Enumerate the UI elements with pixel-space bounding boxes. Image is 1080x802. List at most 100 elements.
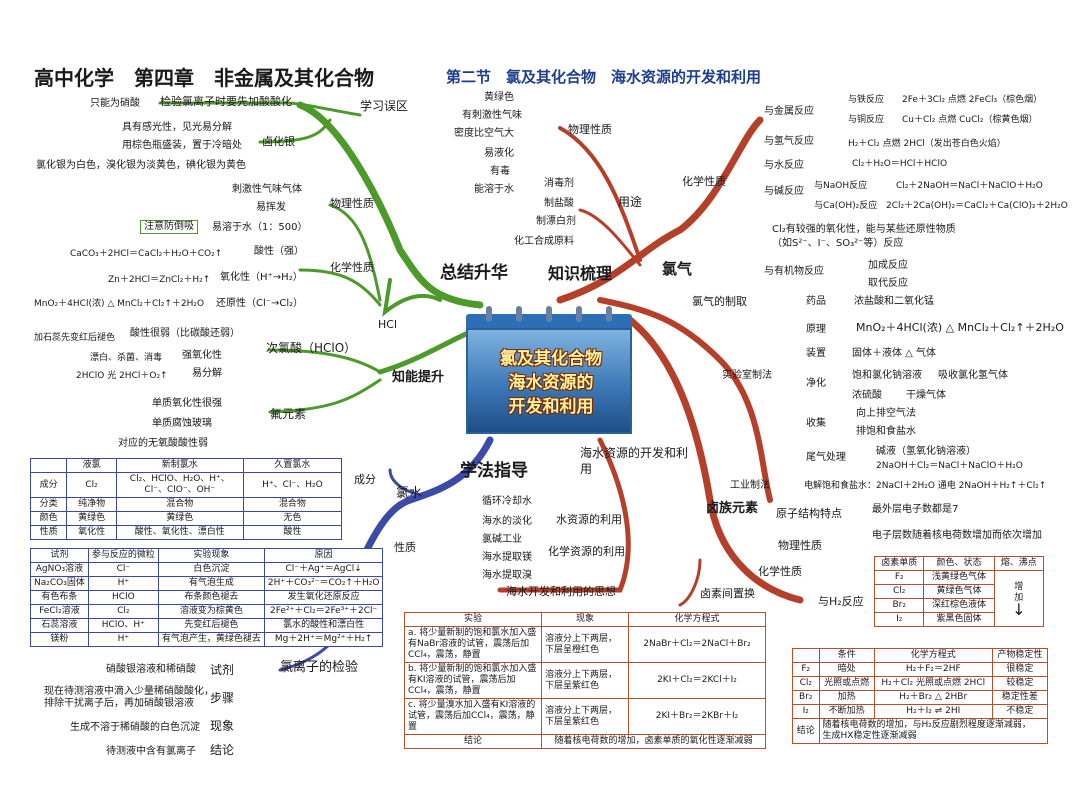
green-branch-hclo xyxy=(268,348,382,374)
green-branch-learning xyxy=(158,101,362,117)
reagent-value: 硝酸银溶液和稀硝酸 xyxy=(106,664,196,675)
red-branch-displace xyxy=(678,558,702,607)
caoh-reaction-equation: 2Cl₂＋2Ca(OH)₂＝CaCl₂＋Ca(ClO)₂＋2H₂O xyxy=(886,201,1068,211)
page-title: 高中化学 第四章 非金属及其化合物 xyxy=(34,66,374,90)
table-cell: 紫黑色固体 xyxy=(923,612,995,627)
green-branch-fluorine xyxy=(268,378,382,414)
table-header: 原因 xyxy=(263,548,384,563)
table-cell: 浅黄绿色气体 xyxy=(923,570,995,585)
table-cell: 溶液分上下两层，下层呈橙红色 xyxy=(541,626,629,663)
base-reaction-label: 与碱反应 xyxy=(764,186,804,197)
purify-label: 净化 xyxy=(806,378,826,389)
table-cell: HClO、H⁺ xyxy=(87,618,159,633)
table-cell: I₂ xyxy=(873,612,925,627)
table-cell: 氧化性 xyxy=(66,525,117,540)
atom-structure-title: 原子结构特点 xyxy=(776,507,842,520)
table-header: 实验 xyxy=(404,612,542,627)
branch-halogen-label: 卤族元素 xyxy=(706,501,759,516)
table-row: FeCl₂溶液 Cl₂ 溶液变为棕黄色 2Fe²⁺＋Cl₂＝2Fe³⁺＋2Cl⁻ xyxy=(30,604,384,619)
table-cell: 成分 xyxy=(29,472,68,498)
table-cell: 结论 xyxy=(404,734,542,749)
table-cell: 发生氧化还原反应 xyxy=(263,590,384,605)
naoh-reaction-equation: Cl₂＋2NaOH＝NaCl＋NaClO＋H₂O xyxy=(896,181,1043,191)
table-header: 化学方程式 xyxy=(628,612,766,627)
hclo-equation: 2HClO 光 2HCl＋O₂↑ xyxy=(76,371,168,381)
table-cell: FeCl₂溶液 xyxy=(30,604,89,619)
chem-use-title: 化学资源的利用 xyxy=(548,545,625,558)
hclo-item: 易分解 xyxy=(192,368,222,379)
uses-item: 消毒剂 xyxy=(544,178,574,189)
table-row: Na₂CO₃固体 H⁺ 有气泡生成 2H⁺＋CO₃²⁻＝CO₂↑＋H₂O xyxy=(30,576,384,591)
branch-knowledge-label: 知识梳理 xyxy=(548,264,613,283)
table-header: 试剂 xyxy=(30,548,89,563)
oxidation-label: 氧化性（H⁺→H₂） xyxy=(220,272,303,283)
green-branch-hclphys xyxy=(328,203,382,302)
branch-method-label: 学法指导 xyxy=(460,461,528,481)
uses-title: 用途 xyxy=(618,195,643,209)
table-cell: 不断加热 xyxy=(818,704,875,719)
table-cell: 黄绿色 xyxy=(115,511,244,526)
branch-improve-label: 知能提升 xyxy=(392,370,445,385)
physical-item: 能溶于水 xyxy=(474,184,514,195)
center-topic-card: 氯及其化合物 海水资源的 开发和利用 xyxy=(466,306,632,436)
table-cell: H⁺ xyxy=(87,576,159,591)
table-cell: Cl₂ xyxy=(66,472,117,498)
table-cell: 随着核电荷数的增加，与H₂反应剧烈程度逐渐减弱， 生成HX稳定性逐渐减弱 xyxy=(818,718,1049,744)
table-row: Br₂ 加热 H₂＋Br₂ △ 2HBr 稳定性差 xyxy=(792,690,1049,705)
sea-idea-label: 海水开发和利用的思想 xyxy=(506,585,616,598)
steps-value: 排除干扰离子后，再加硝酸银溶液 xyxy=(44,698,194,709)
table-cell: 2KI＋Br₂＝2KBr＋I₂ xyxy=(628,698,766,735)
chlorine-prep-title: 氯气的制取 xyxy=(692,295,747,308)
branch-hcl-label: HCl xyxy=(378,318,398,331)
metal-reaction-label: 与金属反应 xyxy=(764,106,814,117)
calendar-ring-icon xyxy=(486,306,492,322)
table-cell: H⁺、Cl⁻、H₂O xyxy=(242,472,343,498)
table-header: 化学方程式 xyxy=(873,648,993,663)
table-cell: 酸性、氧化性、漂白性 xyxy=(115,525,244,540)
calendar-ring-icon xyxy=(576,306,582,322)
steps-value: 现在待测溶液中滴入少量稀硝酸酸化， xyxy=(44,686,214,697)
redox-note: Cl₂有较强的氧化性，能与某些还原性物质 xyxy=(772,224,956,235)
table-cell: 先变红后褪色 xyxy=(157,618,265,633)
purify-item: 浓硫酸 xyxy=(852,390,882,401)
physical-item: 有刺激性气味 xyxy=(462,110,522,121)
table-header: 产物稳定性 xyxy=(991,648,1049,663)
purify-item: 饱和氯化钠溶液 xyxy=(852,370,922,381)
silver-halide-item: 用棕色瓶盛装，置于冷暗处 xyxy=(122,140,242,151)
table-cell: 有气泡产生，黄绿色褪去 xyxy=(157,632,265,647)
halogen-chemical-title: 化学性质 xyxy=(758,565,802,578)
organic-reaction-label: 与有机物反应 xyxy=(764,266,824,277)
table-cell: 较稳定 xyxy=(991,676,1049,691)
green-branch-hclchem xyxy=(298,268,382,307)
red-branch-physical xyxy=(558,126,642,262)
phenomenon-label: 现象 xyxy=(210,719,235,733)
fluorine-item: 单质腐蚀玻璃 xyxy=(152,418,212,429)
purify-note: 吸收氯化氢气体 xyxy=(938,370,1008,381)
table-header: 熔、沸点 xyxy=(993,556,1045,571)
uses-item: 制漂白剂 xyxy=(536,216,576,227)
mistakes-title: 学习误区 xyxy=(360,99,409,113)
conclusion-label: 结论 xyxy=(210,743,235,757)
table-cell: 混合物 xyxy=(115,497,244,512)
collect-item: 排饱和食盐水 xyxy=(856,426,916,437)
silver-halide-item: 氯化银为白色，溴化银为淡黄色，碘化银为黄色 xyxy=(36,160,246,171)
redox-note: （如S²⁻、I⁻、SO₃²⁻等）反应 xyxy=(772,238,904,249)
calendar-ring-icon xyxy=(516,306,522,322)
chem-use-item: 海水提取溴 xyxy=(482,570,532,581)
table-cell: Cl₂ xyxy=(87,604,159,619)
red-branch-uses xyxy=(578,208,642,267)
table-header: 卤素单质 xyxy=(873,556,925,571)
table-cell: 酸性 xyxy=(242,525,343,540)
acid-label: 酸性（强） xyxy=(254,246,304,257)
table-cell: 有气泡生成 xyxy=(157,576,265,591)
table-cell: 深红棕色液体 xyxy=(923,598,995,613)
table-cell: 溶液分上下两层，下层呈紫红色 xyxy=(541,698,629,735)
organic-reaction-item: 加成反应 xyxy=(868,260,908,271)
table-cell: 氯水的酸性和漂白性 xyxy=(263,618,384,633)
table-cell: Cl₂ xyxy=(873,584,925,599)
chlorine-water-table: 液氯 新制氯水 久置氯水 成分 Cl₂ Cl₂、HClO、H₂O、H⁺、Cl⁻、… xyxy=(29,458,343,540)
oxidation-equation: Zn＋2HCl＝ZnCl₂＋H₂↑ xyxy=(108,275,211,285)
table-cell: 无色 xyxy=(242,511,343,526)
trend-arrow-label: 增加 xyxy=(1014,582,1024,603)
table-cell: 黄绿色 xyxy=(66,511,117,526)
